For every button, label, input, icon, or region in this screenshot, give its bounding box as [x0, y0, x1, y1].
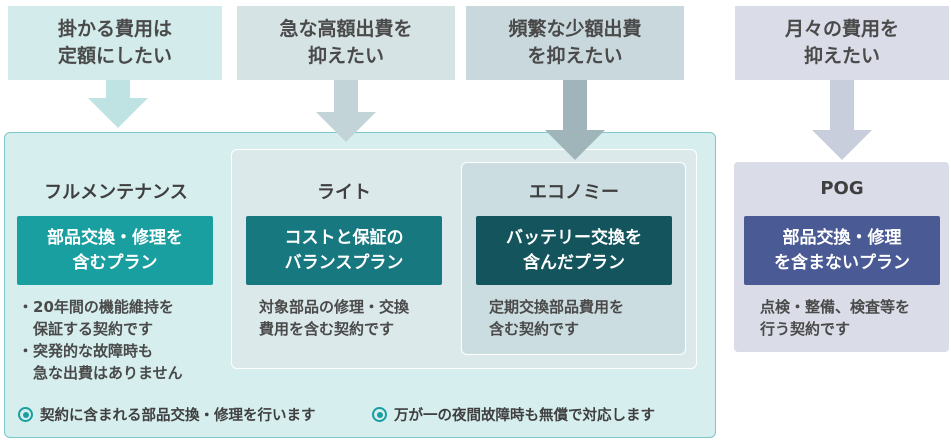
- plan-box-line: 部品交換・修理を: [47, 227, 183, 248]
- bullet-item: ・ 20年間の機能維持を保証する契約です: [18, 296, 228, 340]
- bullet-line: 20年間の機能維持を: [33, 298, 174, 316]
- desc-line: 定期交換部品費用を: [489, 298, 625, 316]
- arrow-shaft: [106, 80, 130, 98]
- lite-description: 対象部品の修理・交換 費用を含む契約です: [259, 296, 459, 340]
- arrow-down-icon: [88, 80, 148, 128]
- desc-line: 含む契約です: [489, 320, 580, 338]
- plan-title-full: フルメンテナンス: [44, 182, 188, 203]
- arrow-head: [812, 130, 872, 160]
- feature-item: 契約に含まれる部品交換・修理を行います: [18, 404, 316, 425]
- need-box-frequent-cost: 頻繁な少額出費を抑えたい: [466, 6, 684, 80]
- plan-title-economy: エコノミー: [529, 182, 619, 203]
- arrow-down-icon: [545, 80, 605, 160]
- economy-description: 定期交換部品費用を 含む契約です: [489, 296, 679, 340]
- bullet-line: 保証する契約です: [33, 320, 154, 338]
- arrow-down-icon: [812, 80, 872, 160]
- arrow-down-icon: [316, 80, 376, 142]
- plan-box-pog: 部品交換・修理を含まないプラン: [744, 216, 940, 285]
- arrow-head: [545, 130, 605, 160]
- plan-title-lite: ライト: [317, 182, 371, 203]
- bullet-line: 突発的な故障時も: [33, 342, 154, 360]
- need-line: 月々の費用を: [784, 18, 899, 40]
- arrow-head: [316, 112, 376, 142]
- need-line: 急な高額出費を: [279, 18, 413, 40]
- plan-box-line: を含まないプラン: [774, 252, 910, 273]
- arrow-shaft: [563, 80, 587, 130]
- plan-box-line: バランスプラン: [284, 252, 404, 273]
- plan-title-pog: POG: [820, 178, 864, 199]
- pog-description: 点検・整備、検査等を 行う契約です: [760, 296, 945, 340]
- need-line: 掛かる費用は: [57, 18, 172, 40]
- arrow-shaft: [334, 80, 358, 112]
- feature-text: 万が一の夜間故障時も無償で対応します: [394, 408, 655, 424]
- desc-line: 行う契約です: [760, 320, 851, 338]
- need-box-fixed-cost: 掛かる費用は定額にしたい: [8, 6, 222, 80]
- plan-box-line: 含むプラン: [72, 252, 158, 273]
- bullet-item: ・ 突発的な故障時も急な出費はありません: [18, 340, 228, 384]
- need-line: 抑えたい: [803, 45, 880, 67]
- desc-line: 費用を含む契約です: [259, 320, 395, 338]
- arrow-head: [88, 98, 148, 128]
- plan-box-line: バッテリー交換を: [506, 227, 642, 248]
- plan-box-line: コストと保証の: [284, 227, 404, 248]
- bullet-circle-icon: [372, 407, 387, 422]
- feature-text: 契約に含まれる部品交換・修理を行います: [40, 408, 316, 424]
- need-box-monthly-cost: 月々の費用を抑えたい: [735, 6, 949, 80]
- need-line: を抑えたい: [527, 45, 623, 67]
- need-line: 定額にしたい: [57, 45, 172, 67]
- need-line: 抑えたい: [307, 45, 384, 67]
- plan-box-full: 部品交換・修理を含むプラン: [17, 216, 213, 285]
- bullet-mark: ・: [18, 342, 34, 360]
- bullet-mark: ・: [18, 298, 34, 316]
- full-description: ・ 20年間の機能維持を保証する契約です ・ 突発的な故障時も急な出費はありませ…: [18, 296, 228, 384]
- arrow-shaft: [830, 80, 854, 130]
- need-line: 頻繁な少額出費: [508, 18, 642, 40]
- plan-box-lite: コストと保証のバランスプラン: [246, 216, 442, 285]
- bullet-circle-icon: [18, 407, 33, 422]
- desc-line: 対象部品の修理・交換: [259, 298, 410, 316]
- plan-box-line: 含んだプラン: [523, 252, 625, 273]
- bullet-line: 急な出費はありません: [33, 364, 183, 382]
- plan-box-line: 部品交換・修理: [782, 227, 902, 248]
- plan-box-economy: バッテリー交換を含んだプラン: [476, 216, 672, 285]
- need-box-sudden-cost: 急な高額出費を抑えたい: [237, 6, 455, 80]
- desc-line: 点検・整備、検査等を: [760, 298, 911, 316]
- feature-item: 万が一の夜間故障時も無償で対応します: [372, 404, 655, 425]
